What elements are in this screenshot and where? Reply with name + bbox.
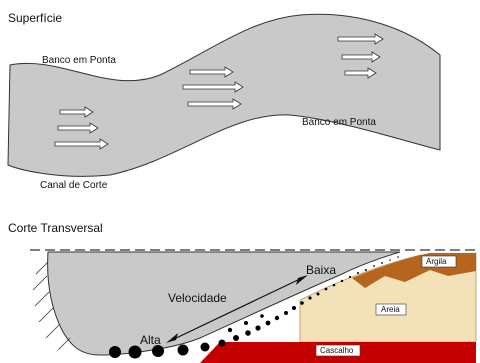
cut-bank-label: Canal de Corte [40,180,108,191]
flow-arrow-icon [341,51,381,63]
clay-label: Argila [426,257,447,266]
flow-arrow-icon [187,98,242,110]
gravel-label: Cascalho [320,346,354,355]
flow-arrow-icon [344,67,377,79]
flow-arrow-icon [57,122,99,134]
surface-title: Superfície [8,11,62,25]
gravel-label-box: Cascalho [315,344,361,357]
flow-arrow-icon [337,33,384,45]
velocity-low-label: Baixa [306,263,336,277]
velocity-arrow [166,275,308,343]
sand-label-box: Areia [375,303,407,316]
flow-arrow-icon [59,106,94,118]
sand-label: Areia [381,305,400,314]
flow-arrow-icon [182,81,244,93]
velocity-high-label: Alta [140,333,161,347]
flow-arrow-icon [54,138,109,150]
water-body [47,251,401,356]
sediment-pebbles [109,256,399,359]
point-bar-label-top: Banco em Ponta [42,55,116,66]
cross-section-title: Corte Transversal [8,221,103,235]
velocity-label: Velocidade [168,291,227,305]
point-bar-label-right: Banco em Ponta [302,117,376,128]
bank-hatching [32,261,71,351]
flow-arrow-icon [189,66,234,78]
river-channel [7,13,441,177]
flow-arrows [54,33,384,150]
clay-label-box: Argila [421,255,457,268]
